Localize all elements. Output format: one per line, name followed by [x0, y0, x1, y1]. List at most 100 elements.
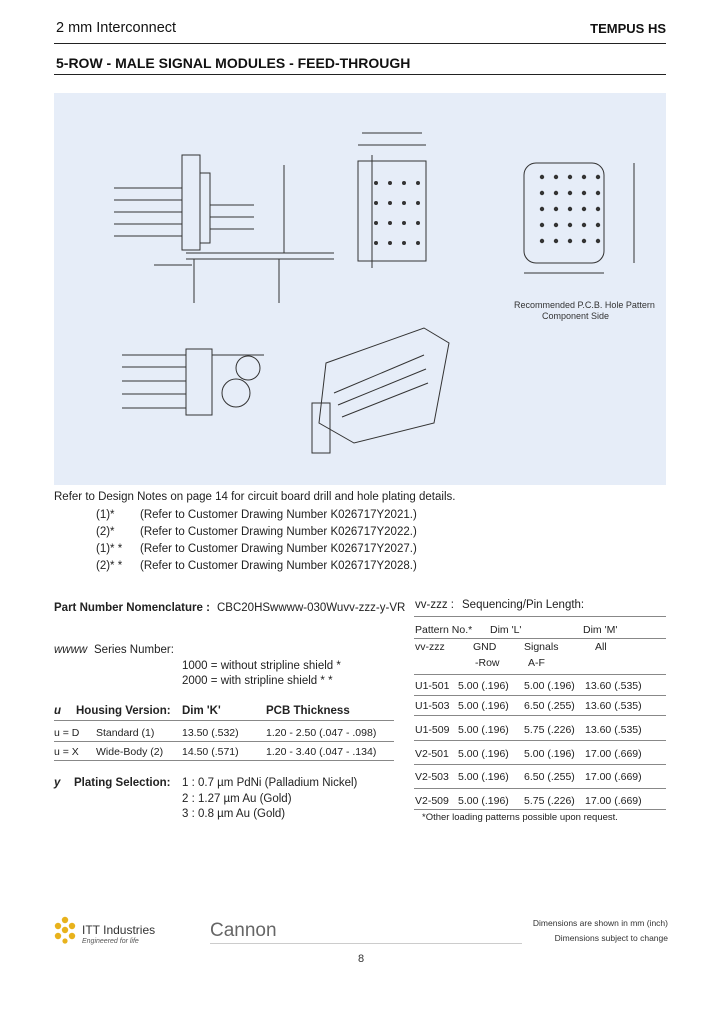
note-text: (Refer to Customer Drawing Number K02671… — [140, 560, 417, 572]
seq-row-rule — [414, 809, 666, 810]
company-tagline: Engineered for life — [82, 938, 139, 945]
note-text: (Refer to Customer Drawing Number K02671… — [140, 526, 417, 538]
section-title: 5-ROW - MALE SIGNAL MODULES - FEED-THROU… — [56, 55, 411, 71]
seq-pattern: U1-509 — [415, 724, 450, 736]
sequencing-top-rule — [414, 616, 666, 617]
itt-logo-icon — [54, 916, 76, 944]
seq-subheader: All — [595, 641, 607, 653]
seq-all: 17.00 (.669) — [585, 771, 642, 783]
front-view-outline — [357, 132, 427, 268]
seq-signals: 5.75 (.226) — [524, 795, 575, 807]
plating-label: Plating Selection: — [74, 777, 171, 789]
housing-pcb: 1.20 - 2.50 (.047 - .098) — [266, 727, 377, 739]
housing-row-rule — [54, 760, 394, 761]
sequencing-header-rule — [414, 638, 666, 639]
technical-drawing: Recommended P.C.B. Hole Pattern Componen… — [54, 93, 666, 485]
side-view-outline — [114, 154, 334, 303]
housing-dim-k: 14.50 (.571) — [182, 746, 239, 758]
dimensions-note: Dimensions are shown in mm (inch) — [532, 918, 668, 928]
seq-gnd: 5.00 (.196) — [458, 795, 509, 807]
document-category: 2 mm Interconnect — [56, 20, 177, 36]
note-mark: (2)* — [96, 526, 115, 538]
sequencing-footnote: *Other loading patterns possible upon re… — [422, 812, 618, 823]
housing-name: Wide-Body (2) — [96, 746, 164, 758]
seq-subheader: Signals — [524, 641, 559, 653]
drawing-dot-marks — [374, 174, 601, 245]
note-text: (Refer to Customer Drawing Number K02671… — [140, 509, 417, 521]
isometric-view-outline — [311, 327, 450, 454]
seq-gnd: 5.00 (.196) — [458, 700, 509, 712]
seq-all: 17.00 (.669) — [585, 748, 642, 760]
header-rule — [54, 43, 666, 44]
seq-signals: 6.50 (.255) — [524, 700, 575, 712]
design-notes-intro: Refer to Design Notes on page 14 for cir… — [54, 491, 456, 503]
seq-header-dim-m: Dim 'M' — [583, 624, 618, 636]
seq-header-dim-l: Dim 'L' — [490, 624, 522, 636]
hole-pattern-caption: Recommended P.C.B. Hole Pattern — [514, 300, 655, 310]
note-mark: (1)* — [96, 509, 115, 521]
seq-subheader: A-F — [528, 657, 545, 669]
company-name: ITT Industries — [82, 923, 156, 937]
sequencing-key: vv-zzz : — [415, 599, 454, 611]
seq-all: 13.60 (.535) — [585, 700, 642, 712]
seq-all: 17.00 (.669) — [585, 795, 642, 807]
nomenclature-label: Part Number Nomenclature : — [54, 602, 210, 614]
housing-code: u = X — [54, 746, 79, 758]
seq-header-pattern: Pattern No.* — [415, 624, 473, 636]
series-label: Series Number: — [94, 644, 174, 656]
seq-row-rule — [414, 695, 666, 696]
note-mark: (2)* * — [96, 560, 123, 572]
product-line: TEMPUS HS — [590, 21, 666, 36]
housing-col-pcb: PCB Thickness — [266, 705, 350, 717]
series-option: 2000 = with stripline shield * * — [182, 675, 333, 687]
plating-option: 2 : 1.27 µm Au (Gold) — [182, 793, 292, 805]
seq-pattern: V2-509 — [415, 795, 449, 807]
housing-pcb: 1.20 - 3.40 (.047 - .134) — [266, 746, 377, 758]
note-mark: (1)* * — [96, 543, 123, 555]
housing-dim-k: 13.50 (.532) — [182, 727, 239, 739]
series-key: wwww — [54, 644, 88, 656]
hole-pattern-caption-sub: Component Side — [542, 311, 610, 321]
hole-pattern-outline — [523, 162, 635, 274]
seq-gnd: 5.00 (.196) — [458, 724, 509, 736]
seq-pattern: U1-501 — [415, 680, 450, 692]
seq-subheader: vv-zzz — [415, 641, 445, 653]
connector-drawing-svg — [114, 132, 635, 454]
seq-signals: 6.50 (.255) — [524, 771, 575, 783]
housing-label: Housing Version: — [76, 705, 171, 717]
page-number: 8 — [358, 953, 365, 965]
seq-row-rule — [414, 764, 666, 765]
seq-pattern: V2-503 — [415, 771, 449, 783]
seq-all: 13.60 (.535) — [585, 724, 642, 736]
housing-code: u = D — [54, 727, 80, 739]
seq-gnd: 5.00 (.196) — [458, 748, 509, 760]
housing-header-rule — [54, 720, 394, 721]
seq-pattern: U1-503 — [415, 700, 450, 712]
seq-signals: 5.00 (.196) — [524, 748, 575, 760]
series-option: 1000 = without stripline shield * — [182, 660, 341, 672]
footer-rule — [210, 943, 522, 944]
part-number-code: CBC20HSwwww-030Wuvv-zzz-y-VR — [217, 602, 406, 614]
plating-option: 3 : 0.8 µm Au (Gold) — [182, 808, 286, 820]
dimensions-change-note: Dimensions subject to change — [554, 933, 668, 943]
housing-row-rule — [54, 741, 394, 742]
seq-row-rule — [414, 740, 666, 741]
note-text: (Refer to Customer Drawing Number K02671… — [140, 543, 417, 555]
brand-name: Cannon — [210, 920, 277, 941]
seq-pattern: V2-501 — [415, 748, 449, 760]
seq-row-rule — [414, 715, 666, 716]
housing-col-dim-k: Dim 'K' — [182, 705, 221, 717]
seq-gnd: 5.00 (.196) — [458, 771, 509, 783]
seq-signals: 5.75 (.226) — [524, 724, 575, 736]
sequencing-label: Sequencing/Pin Length: — [462, 599, 585, 611]
seq-gnd: 5.00 (.196) — [458, 680, 509, 692]
housing-key: u — [54, 705, 62, 717]
seq-subheader: -Row — [475, 657, 500, 669]
seq-signals: 5.00 (.196) — [524, 680, 575, 692]
seq-all: 13.60 (.535) — [585, 680, 642, 692]
seq-row-rule — [414, 788, 666, 789]
plating-option: 1 : 0.7 µm PdNi (Palladium Nickel) — [182, 777, 358, 789]
lower-side-view-outline — [122, 348, 264, 416]
plating-key: y — [54, 777, 61, 789]
housing-name: Standard (1) — [96, 727, 155, 739]
